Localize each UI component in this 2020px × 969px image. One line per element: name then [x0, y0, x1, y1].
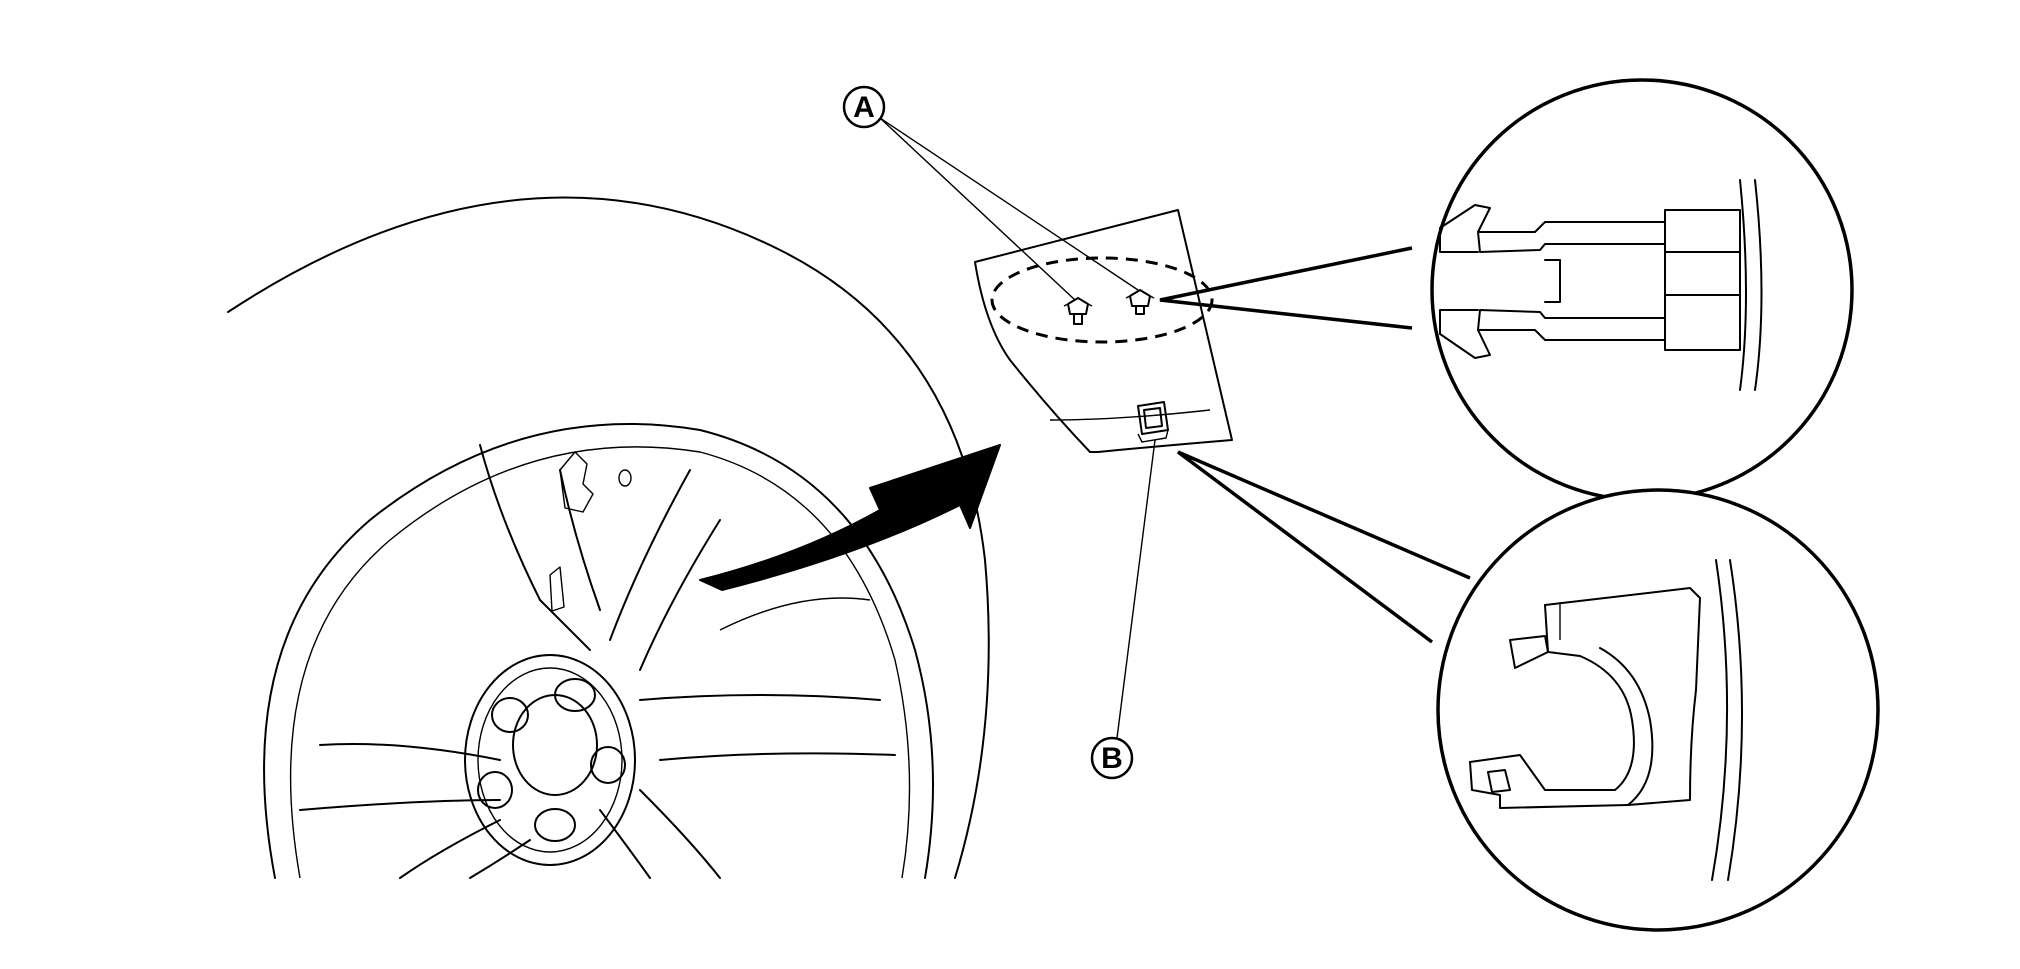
lug-nut-3: [477, 771, 513, 809]
callout-b-leader: [1116, 439, 1156, 739]
rim-inner-edge: [289, 446, 911, 879]
clip-a-right-icon: [1125, 289, 1155, 315]
callout-a-leader-1: [879, 117, 1076, 301]
lug-nut-4: [534, 808, 576, 842]
tire-outline: [227, 196, 990, 879]
panel-outline: [974, 209, 1233, 453]
spoke-upper-left: [479, 444, 601, 651]
clip-a-dashed-highlight: [990, 256, 1214, 344]
detail-b-circle: [1436, 488, 1880, 932]
callout-a-letter: A: [853, 91, 875, 124]
lug-nut-2: [491, 697, 529, 733]
detail-b-clip-drawing: [1469, 559, 1743, 881]
spoke-slot: [549, 566, 565, 612]
detail-view-clip-b: [1176, 450, 1880, 932]
spoke-left: [299, 743, 501, 811]
lug-nut-5: [590, 746, 626, 784]
spoke-lower: [599, 789, 721, 879]
detail-view-clip-a: [1159, 78, 1854, 502]
spoke-hole: [618, 469, 632, 487]
callout-b-circle: [1090, 736, 1134, 780]
callout-a-leader-2: [879, 117, 1139, 291]
detail-a-pointer: [1159, 246, 1413, 330]
clip-a-left-icon: [1063, 297, 1093, 325]
hub-inner-ring: [477, 667, 623, 853]
spoke-right: [639, 694, 896, 761]
rim-outer-edge: [263, 423, 934, 879]
direction-arrow: [699, 444, 1001, 591]
callout-b: B: [1090, 439, 1156, 780]
fender-protector-panel: [974, 209, 1233, 453]
lug-nut-1: [554, 678, 596, 712]
callout-a: A: [842, 85, 1139, 301]
clip-a-markers: [990, 256, 1214, 344]
callout-a-circle: [842, 85, 886, 129]
clip-b-marker: [1137, 401, 1169, 443]
hub-outer-ring: [464, 654, 636, 866]
spoke-lower-left: [399, 819, 531, 879]
wheel-spokes: [299, 444, 896, 879]
wheel-hub: [464, 654, 636, 866]
detail-b-pointer: [1176, 450, 1471, 644]
detail-a-clip-drawing: [1439, 179, 1763, 391]
spoke-cutout: [559, 451, 594, 513]
callout-b-letter: B: [1101, 742, 1123, 775]
detail-a-circle: [1430, 78, 1854, 502]
spoke-upper-right: [609, 469, 721, 671]
panel-fold-line: [1049, 409, 1211, 421]
rim-flange-shadow: [719, 597, 871, 631]
wheel-assembly: [227, 196, 990, 879]
